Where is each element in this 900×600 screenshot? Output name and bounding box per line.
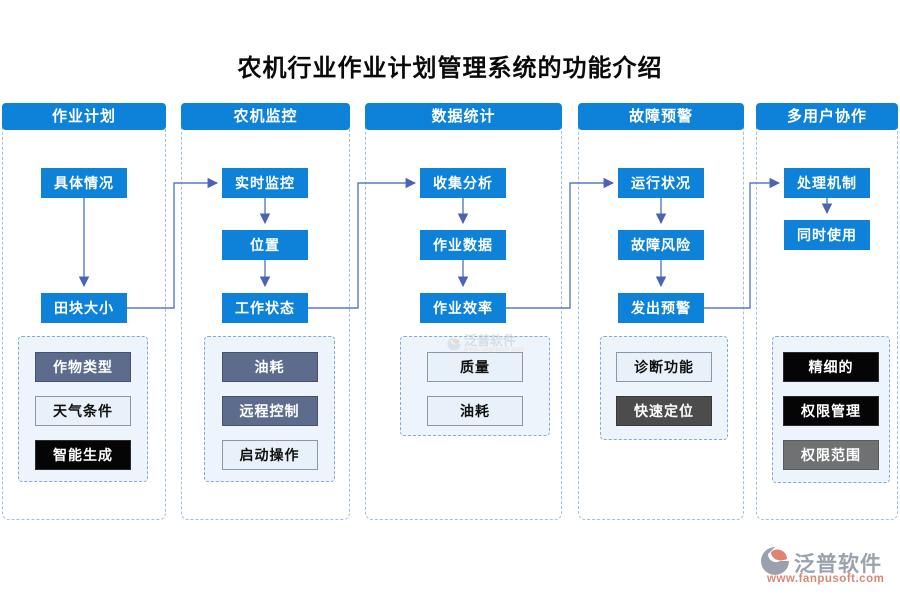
column-fault-warning: 故障预警 — [578, 103, 744, 520]
flow-node: 故障风险 — [618, 230, 704, 260]
feature-item: 精细的 — [783, 352, 879, 382]
page-title: 农机行业作业计划管理系统的功能介绍 — [237, 56, 663, 82]
footer-brand-text: 泛普软件 — [794, 553, 882, 576]
column-machine-monitoring: 农机监控 — [181, 103, 350, 520]
feature-item: 智能生成 — [35, 440, 131, 470]
feature-group-data-statistics: 质量油耗 — [400, 336, 550, 436]
flow-node: 发出预警 — [618, 293, 704, 323]
flow-node: 田块大小 — [41, 293, 127, 323]
column-operation-plan: 作业计划 — [2, 103, 166, 520]
flow-node: 作业效率 — [420, 293, 506, 323]
feature-group-operation-plan: 作物类型天气条件智能生成 — [18, 336, 148, 482]
flow-node: 具体情况 — [41, 168, 127, 198]
column-header-operation-plan: 作业计划 — [2, 103, 166, 130]
footer-branding: 泛普软件 www.fanpusoft.com — [742, 546, 892, 586]
feature-item: 天气条件 — [35, 396, 131, 426]
feature-item: 诊断功能 — [616, 352, 712, 382]
flow-node: 作业数据 — [420, 230, 506, 260]
feature-item: 油耗 — [427, 396, 523, 426]
column-header-machine-monitoring: 农机监控 — [181, 103, 350, 130]
feature-group-machine-monitoring: 油耗远程控制启动操作 — [204, 336, 335, 482]
column-multi-user-collaboration: 多用户协作 — [756, 103, 898, 520]
feature-group-multi-user-collaboration: 精细的权限管理权限范围 — [772, 336, 890, 483]
feature-item: 权限管理 — [783, 396, 879, 426]
column-header-data-statistics: 数据统计 — [365, 103, 562, 130]
footer-url: www.fanpusoft.com — [767, 573, 885, 585]
column-header-fault-warning: 故障预警 — [578, 103, 744, 130]
feature-item: 质量 — [427, 352, 523, 382]
column-data-statistics: 数据统计 — [365, 103, 562, 520]
feature-item: 快速定位 — [616, 396, 712, 426]
feature-item: 启动操作 — [221, 440, 318, 470]
feature-item: 作物类型 — [35, 352, 131, 382]
flow-node: 工作状态 — [222, 293, 308, 323]
flow-node: 位置 — [222, 230, 308, 260]
flow-node: 同时使用 — [784, 220, 870, 250]
flow-node: 处理机制 — [784, 168, 870, 198]
fanpu-logo-icon — [761, 547, 789, 575]
column-header-multi-user-collaboration: 多用户协作 — [756, 103, 898, 130]
flow-node: 实时监控 — [222, 168, 308, 198]
flow-node: 运行状况 — [618, 168, 704, 198]
feature-item: 权限范围 — [783, 440, 879, 470]
feature-group-fault-warning: 诊断功能快速定位 — [600, 336, 728, 440]
flow-node: 收集分析 — [420, 168, 506, 198]
feature-item: 油耗 — [221, 352, 318, 382]
feature-item: 远程控制 — [221, 396, 318, 426]
